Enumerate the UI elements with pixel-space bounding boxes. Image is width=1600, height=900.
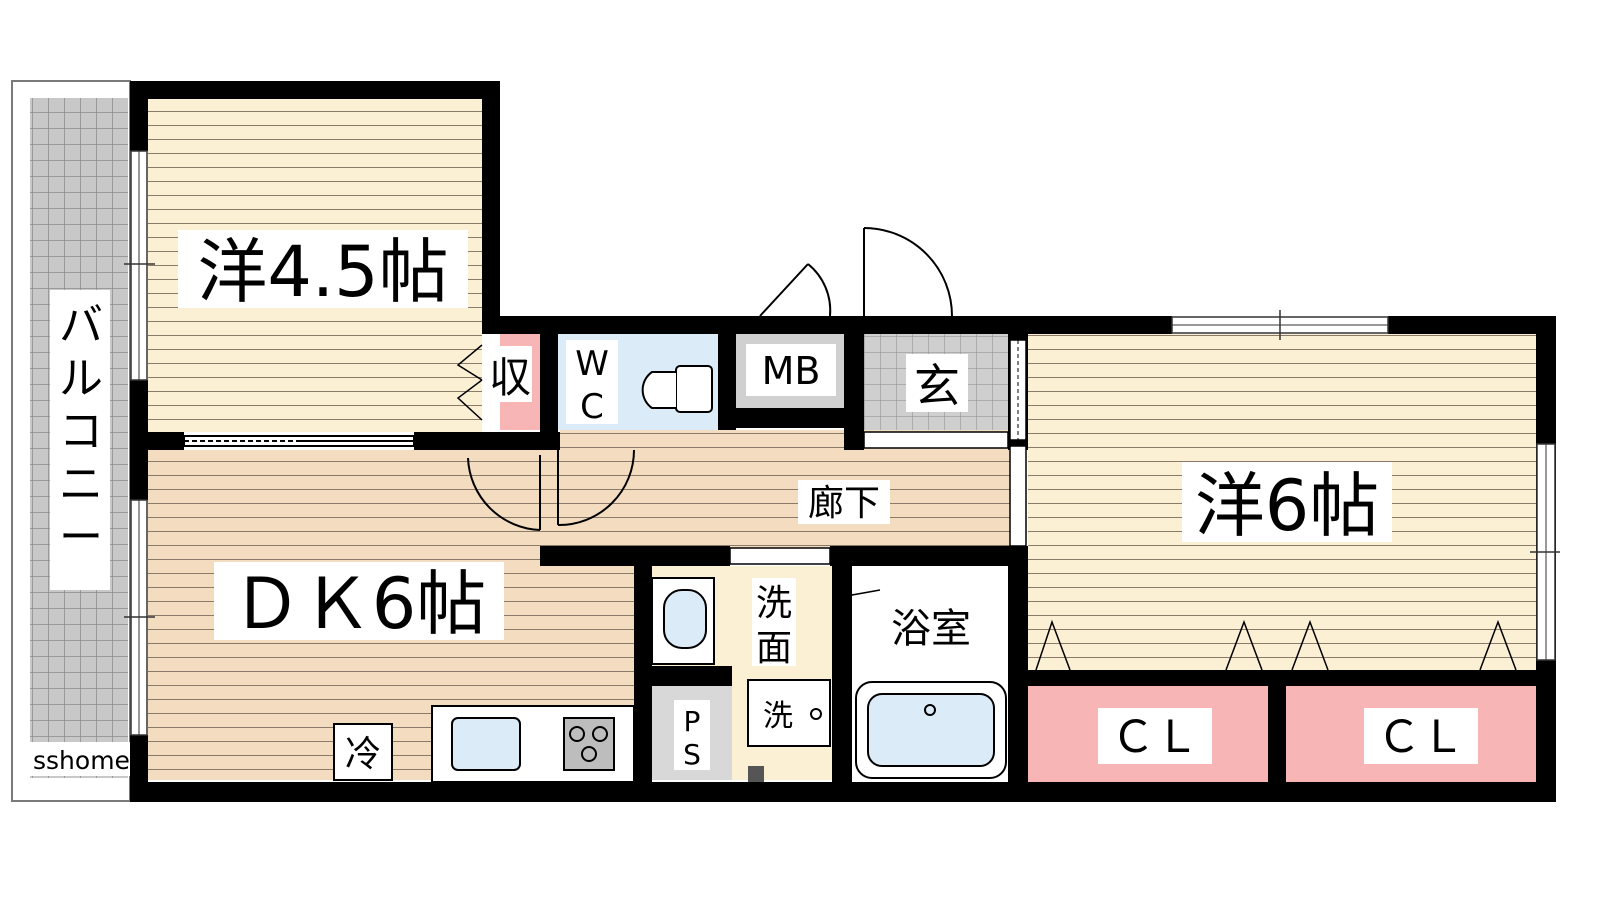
label-bg — [566, 340, 618, 424]
wash-basin — [651, 577, 715, 665]
room-label-bathroom: 浴室 — [891, 606, 971, 652]
room-label-washroom-top: 洗 — [756, 583, 792, 624]
balcony-label-char: コ — [59, 406, 103, 457]
label-bg — [906, 354, 968, 412]
label-bg — [486, 346, 532, 402]
toilet-fixture — [641, 365, 713, 413]
label-bg — [178, 230, 468, 308]
washer-fixture: 洗 — [747, 679, 831, 747]
label-bg — [746, 344, 836, 396]
label-bg — [1182, 462, 1392, 542]
room-label-entrance: 玄 — [914, 359, 960, 413]
room-label-hallway: 廊下 — [808, 483, 880, 524]
room-label-western-large: 洋6帖 — [1195, 465, 1380, 547]
balcony-label-char: ル — [59, 353, 103, 404]
room-label-pipe-space-bottom: S — [683, 738, 701, 771]
room-label-toilet-bottom: C — [580, 387, 604, 427]
watermark-bg — [30, 742, 136, 776]
walls — [130, 81, 1556, 802]
room-label-pipe-space-top: P — [684, 705, 701, 738]
doors — [183, 227, 1536, 679]
room-label-washroom-bottom: 面 — [756, 628, 792, 669]
balcony-label: バ ル コ ニ ー — [59, 300, 103, 563]
label-bg — [674, 700, 710, 770]
balcony-label-char: ニ — [59, 459, 103, 510]
room-label-closet-right: ＣＬ — [1377, 712, 1465, 763]
room-label-western-small: 洋4.5帖 — [197, 231, 448, 313]
balcony — [11, 80, 131, 802]
room-label-storage: 収 — [489, 353, 531, 402]
room-label-dining-kitchen: ＤＫ6帖 — [232, 563, 487, 645]
room-label-toilet-top: W — [575, 344, 609, 384]
fridge-fixture: 冷 — [333, 723, 393, 781]
label-bg — [1364, 708, 1478, 764]
label-bg — [1098, 708, 1212, 764]
label-bg — [798, 480, 890, 524]
balcony-label-char: ー — [59, 512, 103, 563]
watermark-text: sshome — [33, 746, 130, 775]
bathtub — [855, 681, 1007, 779]
drain-icon — [748, 766, 764, 782]
washer-label: 洗 — [763, 699, 793, 734]
room-label-closet-left: ＣＬ — [1111, 712, 1199, 763]
room-label-meter-box: MB — [762, 349, 821, 393]
label-bg — [752, 578, 796, 666]
balcony-label-char: バ — [59, 300, 103, 351]
label-bg — [214, 562, 504, 640]
fridge-label: 冷 — [345, 734, 381, 775]
windows — [124, 150, 1560, 736]
kitchen-counter — [431, 705, 635, 783]
